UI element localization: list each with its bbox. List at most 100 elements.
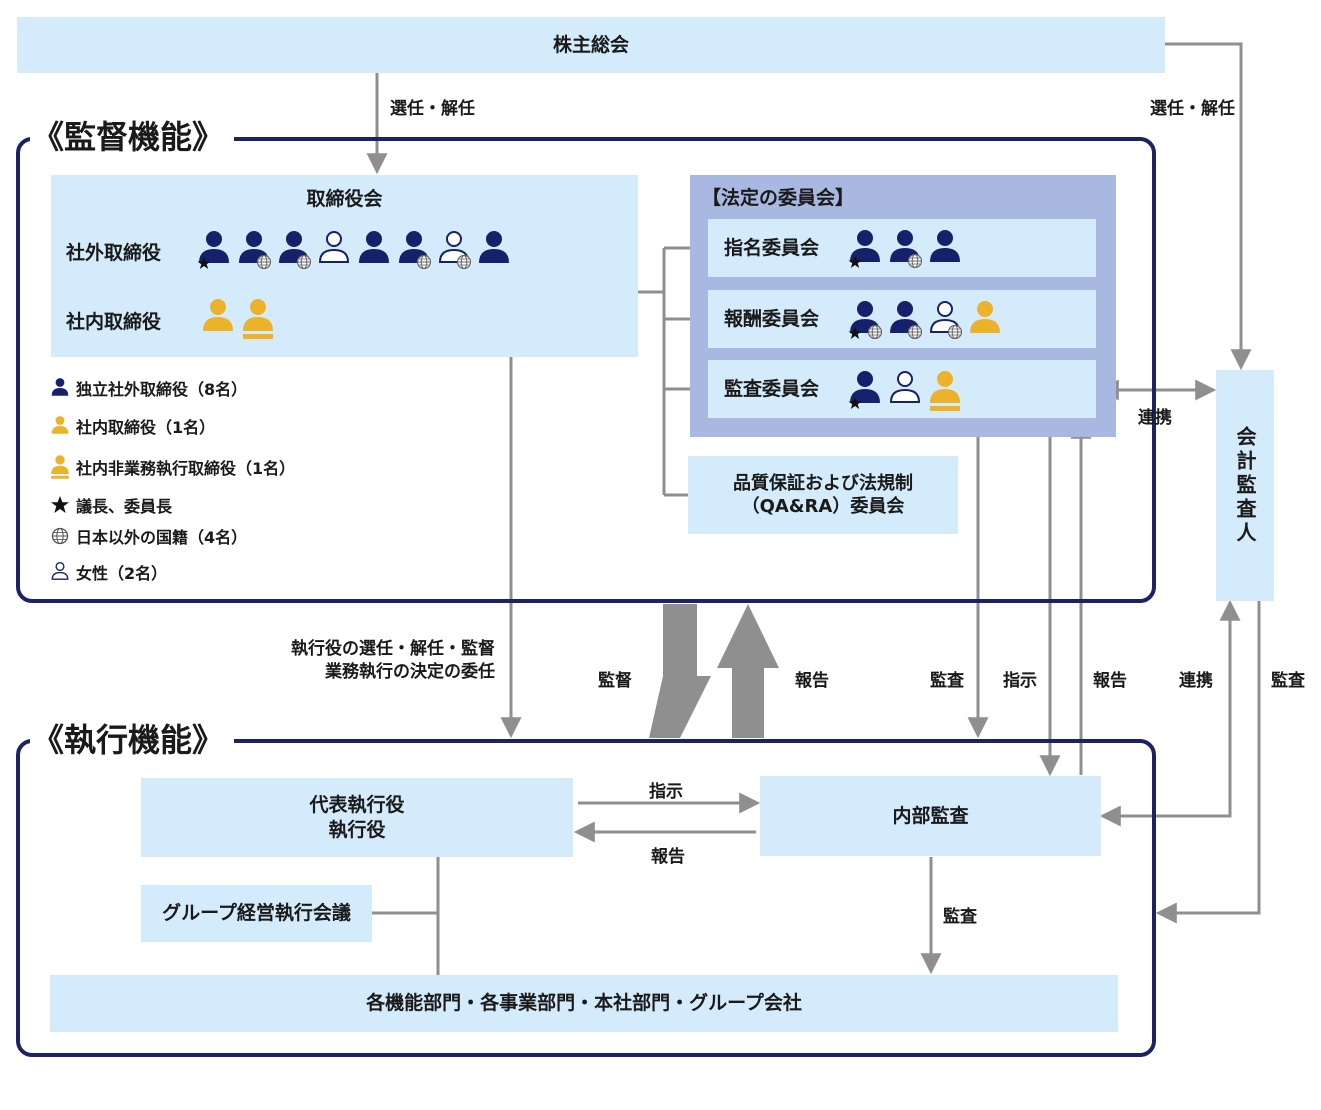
- inside-director-icon: [203, 299, 233, 331]
- female-director-icon: [318, 231, 350, 263]
- independent-director-icon: [848, 230, 880, 268]
- label-instruct1: 指示: [1003, 671, 1037, 691]
- legend-independent-text: 独立社外取締役（8名）: [76, 380, 248, 399]
- nomination-committee: 指名委員会: [708, 219, 1096, 277]
- star-icon: [848, 397, 862, 409]
- label-audit1: 監査: [930, 671, 964, 691]
- female-director-icon: [929, 301, 962, 339]
- label-exec-line1: 執行役の選任・解任・監督: [291, 639, 495, 659]
- globe-icon: [296, 254, 311, 269]
- legend-chair-text: 議長、委員長: [76, 497, 173, 516]
- internal-audit-box: 内部監査: [760, 776, 1101, 856]
- group-meeting-label: グループ経営執行会議: [162, 902, 351, 925]
- star-icon: [848, 256, 862, 268]
- globe-icon: [907, 253, 922, 268]
- legend-female: 女性（2名）: [50, 559, 167, 585]
- independent-director-icon: [51, 378, 69, 396]
- independent-director-icon: [399, 231, 431, 269]
- legend-chair: 議長、委員長: [50, 492, 172, 518]
- execution-frame: [16, 739, 1156, 1057]
- legend-non-exec: 社内非業務執行取締役（1名）: [50, 454, 295, 480]
- supervision-title: 《監督機能》: [30, 117, 235, 157]
- independent-director-icon: [197, 231, 229, 269]
- female-director-icon: [51, 561, 69, 580]
- shareholders-box: 株主総会: [17, 17, 1165, 73]
- globe-icon: [416, 254, 431, 269]
- officers-line2: 執行役: [328, 818, 386, 841]
- label-supervise: 監督: [598, 671, 632, 691]
- inside-director-icon: [970, 301, 1000, 333]
- legend-independent: 独立社外取締役（8名）: [50, 375, 247, 401]
- star-icon: [197, 257, 211, 269]
- globe-icon: [947, 324, 962, 339]
- independent-director-icon: [239, 231, 271, 269]
- independent-director-icon: [279, 231, 311, 269]
- non-executive-director-icon: [243, 299, 273, 339]
- non-executive-director-icon: [930, 371, 960, 411]
- label-report-big: 報告: [795, 671, 829, 691]
- label-exec-line2: 業務執行の決定の委任: [325, 662, 495, 682]
- independent-director-icon: [359, 231, 389, 263]
- globe-icon: [256, 254, 271, 269]
- label-instruct2: 指示: [649, 782, 683, 802]
- qara-line1: 品質保証および法規制: [733, 472, 913, 494]
- outside-directors-icons: [197, 229, 511, 269]
- board-title: 取締役会: [306, 188, 383, 210]
- internal-audit-label: 内部監査: [892, 804, 969, 827]
- legend-inside: 社内取締役（1名）: [50, 413, 215, 439]
- departments-box: 各機能部門・各事業部門・本社部門・グループ会社: [50, 975, 1118, 1032]
- label-elect-dismiss-left: 選任・解任: [390, 99, 475, 119]
- big-arrows: [649, 604, 779, 738]
- label-cooperate2: 連携: [1138, 408, 1172, 428]
- label-cooperate1: 連携: [1179, 671, 1213, 691]
- inside-director-icon: [51, 416, 69, 434]
- compensation-committee: 報酬委員会: [708, 290, 1096, 348]
- independent-director-icon: [890, 230, 922, 268]
- independent-director-icon: [930, 230, 960, 262]
- label-audit2: 監査: [1271, 671, 1305, 691]
- globe-icon: [907, 324, 922, 339]
- executive-officers-box: 代表執行役 執行役: [141, 778, 573, 857]
- officers-line1: 代表執行役: [309, 793, 405, 816]
- compensation-members: [848, 299, 1002, 339]
- group-meeting-box: グループ経営執行会議: [141, 885, 372, 942]
- accounting-auditor-box: 会計監査人: [1216, 370, 1274, 601]
- label-audit3: 監査: [943, 907, 977, 927]
- audit-members: [848, 369, 962, 413]
- audit-committee-label: 監査委員会: [724, 378, 820, 400]
- legend-foreign: 日本以外の国籍（4名）: [50, 523, 247, 549]
- independent-director-icon: [848, 301, 882, 339]
- qara-committee-box: 品質保証および法規制 （QA&RA）委員会: [688, 456, 958, 534]
- legend-foreign-text: 日本以外の国籍（4名）: [76, 528, 248, 547]
- nomination-members: [848, 228, 962, 268]
- label-report1: 報告: [1093, 671, 1127, 691]
- compensation-committee-label: 報酬委員会: [724, 308, 820, 330]
- label-report2: 報告: [651, 847, 685, 867]
- board-box: 取締役会 社外取締役 社内取締役: [51, 175, 638, 357]
- label-elect-dismiss-right: 選任・解任: [1150, 99, 1235, 119]
- female-director-icon: [889, 371, 921, 403]
- independent-director-icon: [890, 301, 922, 339]
- departments-label: 各機能部門・各事業部門・本社部門・グループ会社: [366, 992, 802, 1015]
- globe-icon: [456, 254, 471, 269]
- globe-icon: [51, 527, 69, 545]
- execution-title: 《執行機能》: [30, 720, 235, 760]
- star-icon: [51, 496, 69, 513]
- legend-non-exec-text: 社内非業務執行取締役（1名）: [76, 459, 296, 478]
- globe-icon: [867, 324, 882, 339]
- inside-directors-icons: [201, 297, 275, 341]
- statutory-title: 【法定の委員会】: [702, 187, 855, 209]
- legend-inside-text: 社内取締役（1名）: [76, 418, 216, 437]
- supervision-frame: [16, 137, 1156, 603]
- star-icon: [848, 327, 862, 339]
- shareholders-label: 株主総会: [552, 33, 629, 56]
- legend-female-text: 女性（2名）: [76, 564, 168, 583]
- accounting-auditor-label: 会計監査人: [1233, 425, 1257, 546]
- audit-committee: 監査委員会: [708, 360, 1096, 418]
- inside-directors-label: 社内取締役: [66, 311, 162, 333]
- outside-directors-label: 社外取締役: [66, 242, 162, 264]
- non-executive-director-icon: [51, 455, 69, 479]
- female-director-icon: [438, 231, 471, 269]
- independent-director-icon: [479, 231, 509, 263]
